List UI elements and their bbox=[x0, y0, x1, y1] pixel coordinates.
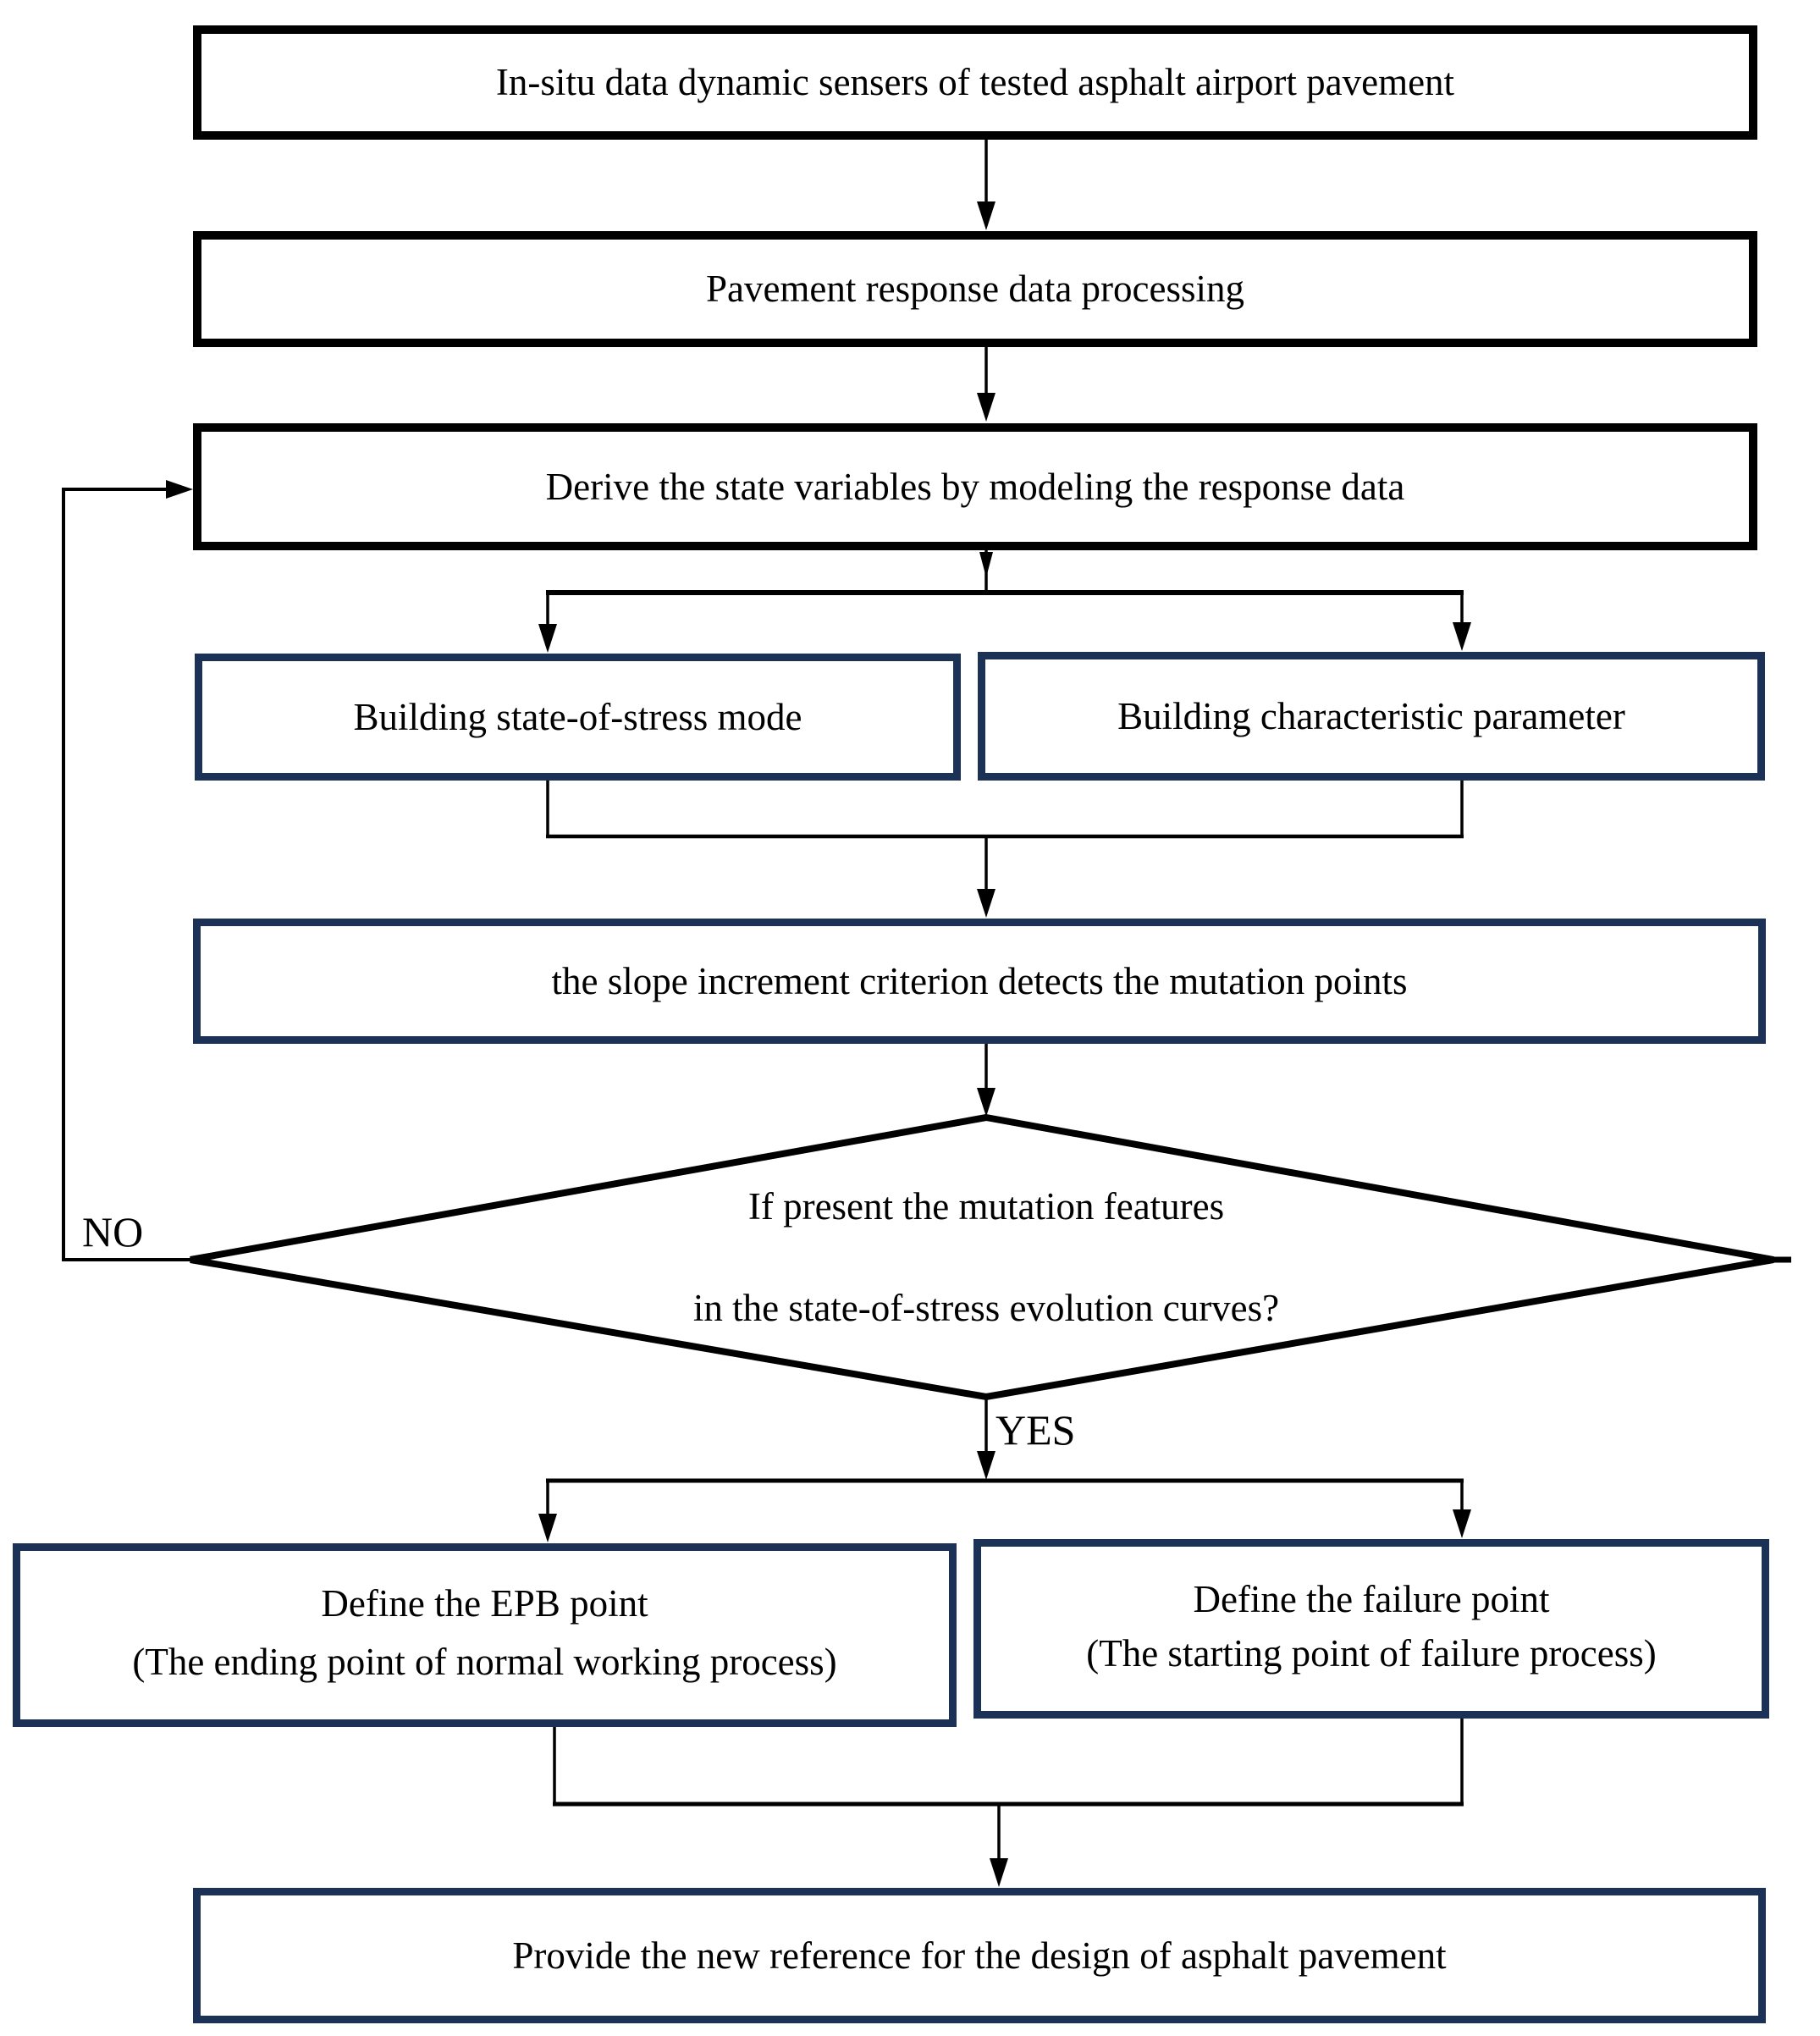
node-epb-line1: Define the EPB point bbox=[321, 1582, 648, 1625]
node-derive-state-variables: Derive the state variables by modeling t… bbox=[193, 423, 1757, 550]
node-building-characteristic-parameter: Building characteristic parameter bbox=[978, 652, 1765, 781]
no-label: NO bbox=[82, 1208, 144, 1255]
node-failure-line2: (The starting point of failure process) bbox=[1086, 1631, 1657, 1675]
node-epb-line2: (The ending point of normal working proc… bbox=[132, 1640, 837, 1683]
node-response-processing-text: Pavement response data processing bbox=[705, 268, 1245, 311]
node-provide-text: Provide the new reference for the design… bbox=[512, 1934, 1447, 1977]
decision-question-line2: in the state-of-stress evolution curves? bbox=[692, 1287, 1280, 1329]
node-building-stress-mode: Building state-of-stress mode bbox=[195, 654, 961, 781]
node-define-epb-point: Define the EPB point (The ending point o… bbox=[13, 1543, 957, 1727]
node-insitu-text: In-situ data dynamic sensers of tested a… bbox=[495, 61, 1455, 104]
node-failure-line1: Define the failure point bbox=[1193, 1578, 1550, 1620]
arrowhead-yes-split bbox=[977, 1451, 995, 1480]
arrowhead-into-epb bbox=[538, 1514, 557, 1542]
arrowhead-into-slope bbox=[977, 889, 995, 918]
node-define-failure-point: Define the failure point (The starting p… bbox=[973, 1539, 1769, 1719]
node-derive-text: Derive the state variables by modeling t… bbox=[545, 465, 1405, 508]
arrowhead-into-provide bbox=[990, 1858, 1008, 1887]
node-response-processing: Pavement response data processing bbox=[193, 231, 1757, 347]
arrowhead-below-derive bbox=[979, 552, 993, 577]
arrowhead-no-into-derive bbox=[166, 480, 193, 499]
arrowhead-into-derive bbox=[977, 393, 995, 422]
node-slope-increment-text: the slope increment criterion detects th… bbox=[551, 959, 1408, 1002]
arrowhead-into-char-param bbox=[1453, 622, 1471, 651]
node-building-characteristic-parameter-text: Building characteristic parameter bbox=[1117, 694, 1625, 737]
node-insitu-data: In-situ data dynamic sensers of tested a… bbox=[193, 25, 1757, 140]
yes-label: YES bbox=[995, 1406, 1076, 1454]
arrowhead-into-failure bbox=[1453, 1509, 1471, 1538]
decision-diamond bbox=[190, 1113, 1774, 1401]
arrowhead-into-processing bbox=[977, 201, 995, 230]
node-slope-increment-criterion: the slope increment criterion detects th… bbox=[193, 919, 1766, 1044]
node-building-stress-mode-text: Building state-of-stress mode bbox=[353, 695, 802, 738]
arrowhead-into-decision bbox=[977, 1088, 995, 1117]
decision-question-line1: If present the mutation features bbox=[747, 1185, 1225, 1228]
arrowhead-into-stress-mode bbox=[538, 624, 557, 653]
node-provide-reference: Provide the new reference for the design… bbox=[193, 1888, 1766, 2023]
